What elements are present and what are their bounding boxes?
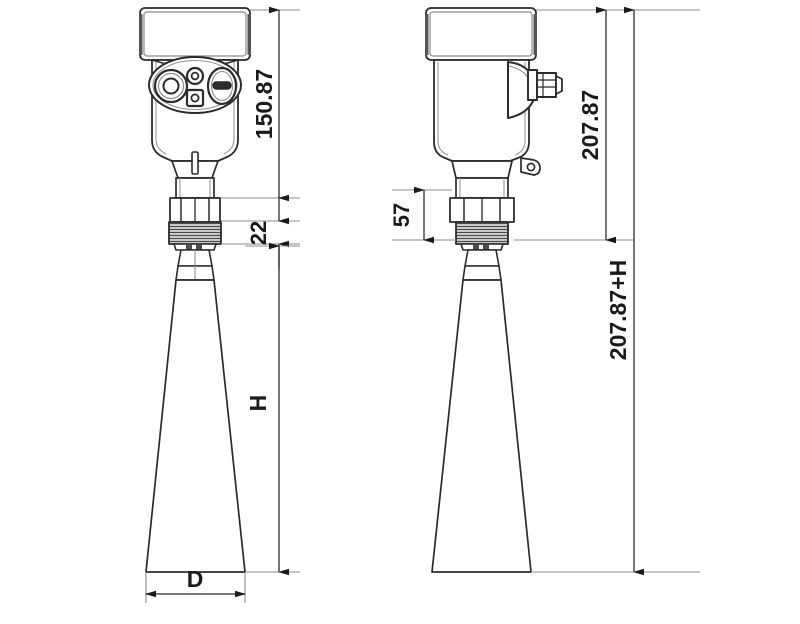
threaded-connection [455,221,509,251]
side-view-group [425,7,563,573]
threaded-connection [168,221,222,251]
front-view-group [139,7,251,573]
hex-nut [449,197,515,223]
horn-neck [462,249,502,281]
horn-neck [175,249,215,281]
mounting-lug [520,157,541,176]
dimension-207-87: 207.87 [514,6,634,244]
display-cover-cap [139,7,251,61]
status-window-oval[interactable] [206,66,238,106]
vent-tab [191,151,199,175]
housing-body [433,59,530,162]
dimension-layer: 150.87 22 H D 57 [145,6,700,603]
indicator-led-circle[interactable] [185,66,205,86]
dimension-label-H: H [245,395,271,412]
dimension-label-207-87-plus-H: 207.87+H [605,260,631,360]
dimension-57: 57 [389,186,456,244]
display-window-circle[interactable] [153,68,189,104]
status-bar-dash [212,81,232,90]
neck-collar [171,151,219,199]
dimension-H: H [245,242,300,576]
hex-nut [169,197,221,223]
dimension-label-57: 57 [389,203,414,227]
dimension-150-87: 150.87 [221,6,300,202]
dimension-D: D [145,566,246,603]
dimension-label-150-87: 150.87 [251,69,277,139]
neck-collar [451,160,513,199]
dimension-label-207-87: 207.87 [577,90,603,160]
config-button-square[interactable] [185,88,205,108]
display-cover-cap [425,7,537,61]
dimension-207-87-plus-H: 207.87+H [531,6,700,576]
dimension-label-D: D [187,566,204,592]
cable-gland-connector[interactable] [527,69,563,101]
dimension-label-22: 22 [246,221,271,245]
